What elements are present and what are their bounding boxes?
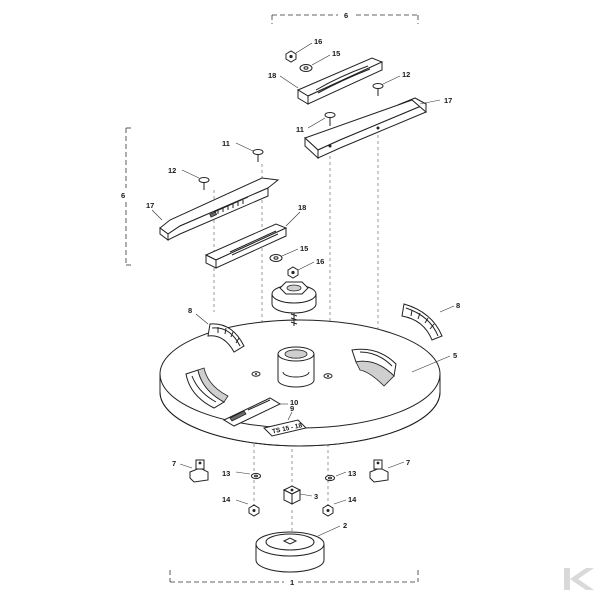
bracket-6-left	[125, 127, 134, 266]
nut-14-left	[248, 504, 260, 517]
callout-16-left: 16	[316, 257, 324, 266]
callout-12-left: 12	[168, 166, 176, 175]
callout-13-left: 13	[222, 469, 230, 478]
callout-6-left: 6	[121, 191, 125, 200]
nut-16-top	[285, 50, 297, 63]
callout-15-top: 15	[332, 49, 340, 58]
callout-11-left: 11	[222, 139, 230, 148]
decal-10	[222, 397, 282, 427]
callout-3: 3	[314, 492, 318, 501]
washer-13-right	[325, 474, 335, 482]
callout-2: 2	[343, 521, 347, 530]
callout-8-right: 8	[456, 301, 460, 310]
callout-10: 10	[290, 398, 298, 407]
bracket-7-left	[189, 459, 209, 483]
disc-slot-left	[185, 367, 229, 409]
callout-6-top: 6	[344, 11, 348, 20]
nut-16-left	[287, 266, 299, 279]
bracket-1-bottom	[169, 570, 419, 583]
bolt-12-left	[198, 177, 210, 190]
callout-7-right: 7	[406, 458, 410, 467]
callout-8-left: 8	[188, 306, 192, 315]
callout-16-top: 16	[314, 37, 322, 46]
scale-segment-8-left	[207, 323, 245, 353]
callout-15-left: 15	[300, 244, 308, 253]
bolt-11-left	[252, 149, 264, 162]
disc-slot-right	[351, 348, 397, 387]
blade-18-left	[204, 223, 288, 269]
callout-14-right: 14	[348, 495, 357, 504]
callout-12-top: 12	[402, 70, 410, 79]
disc-holes	[251, 371, 333, 379]
square-nut-3	[282, 485, 302, 505]
name-plate-9	[263, 419, 307, 437]
callout-18-left: 18	[298, 203, 306, 212]
hub-2	[255, 531, 325, 573]
bolt-12-top	[372, 83, 384, 96]
washer-15-top	[299, 64, 313, 72]
nut-14-right	[322, 504, 334, 517]
disc-hub	[277, 346, 315, 388]
callout-11-top: 11	[296, 125, 304, 134]
callout-14-left: 14	[222, 495, 231, 504]
holder-17-left	[159, 177, 280, 241]
callout-17-top: 17	[444, 96, 452, 105]
blade-18-top	[296, 57, 384, 105]
holder-17-scale	[213, 196, 249, 214]
washer-15-left	[269, 254, 283, 262]
brand-logo	[564, 568, 594, 590]
callout-9: 9	[290, 404, 294, 413]
callout-13-right: 13	[348, 469, 356, 478]
washer-13-left	[251, 472, 261, 480]
bolt-11-top	[324, 112, 336, 126]
bracket-6-top	[271, 14, 419, 24]
callout-7-left: 7	[172, 459, 176, 468]
callout-17-left: 17	[146, 201, 154, 210]
bracket-7-right	[369, 459, 389, 483]
callout-18-top: 18	[268, 71, 276, 80]
scale-segment-8-right	[401, 303, 443, 341]
callout-5: 5	[453, 351, 457, 360]
center-clamp	[271, 281, 317, 326]
callout-1: 1	[290, 578, 294, 587]
holder-17-top	[304, 97, 428, 160]
